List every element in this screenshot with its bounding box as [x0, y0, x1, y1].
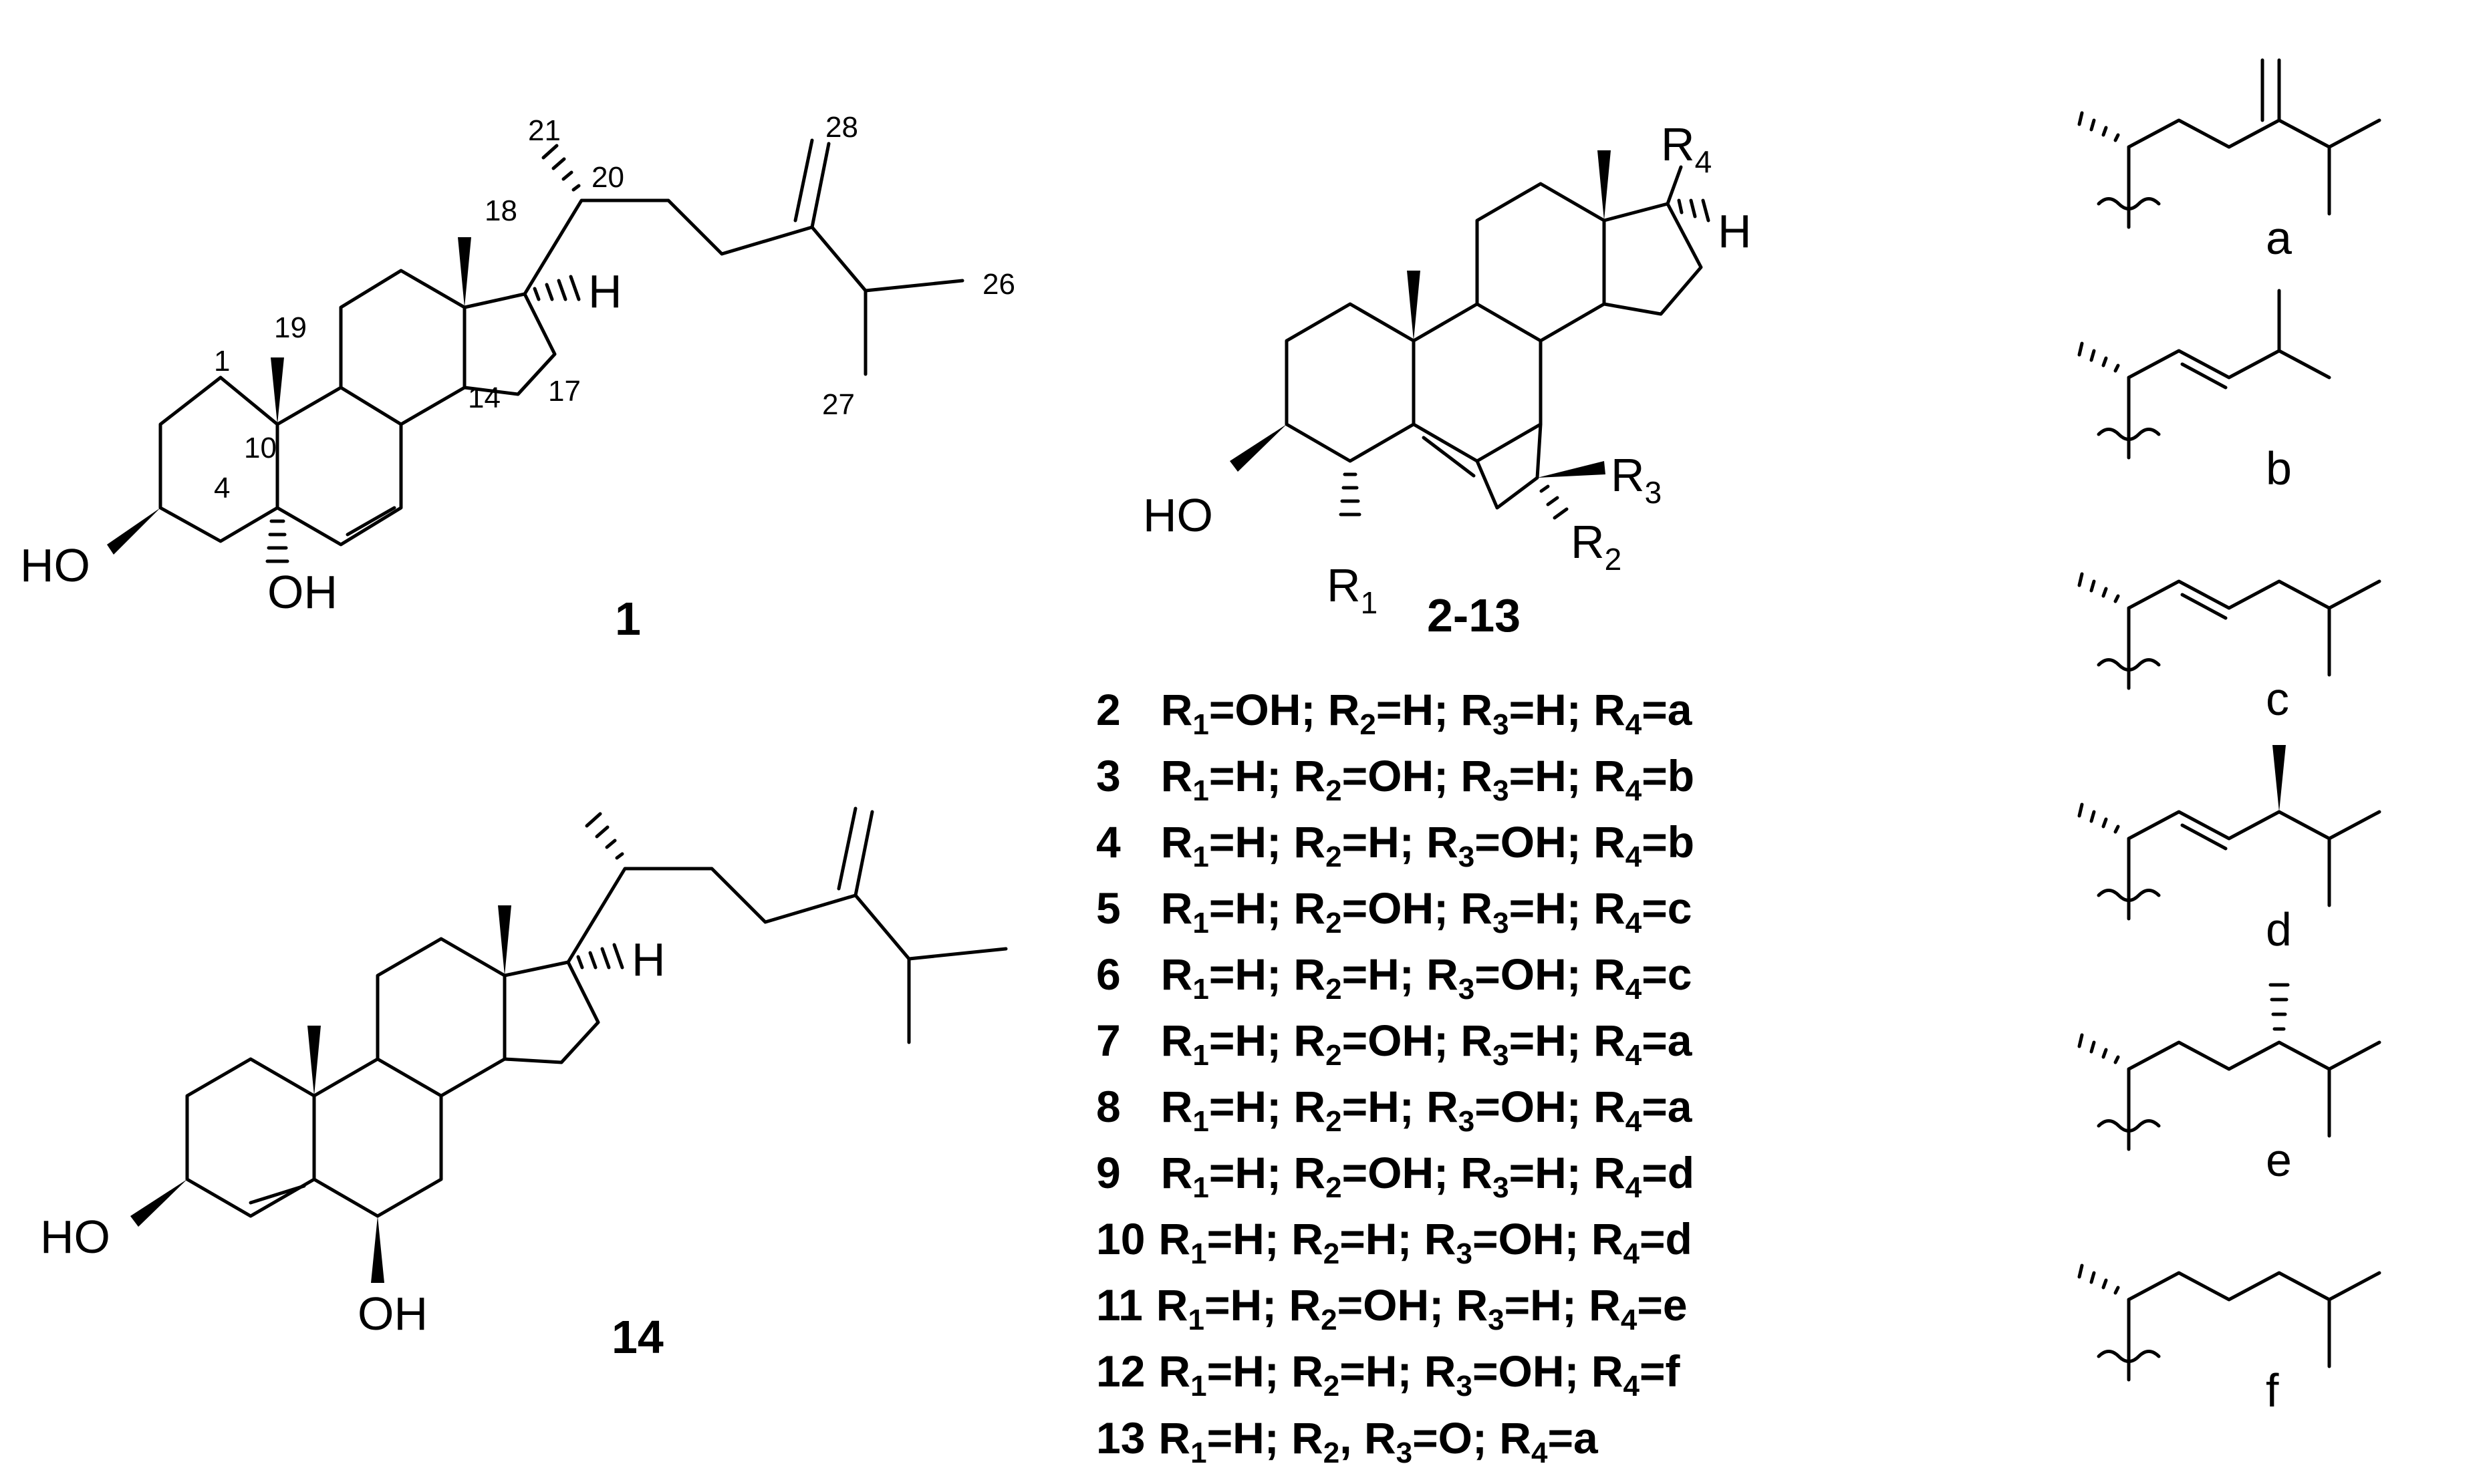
compound-14-oh-label: OH — [358, 1288, 428, 1340]
c14-ring-b — [312, 1057, 443, 1218]
general-r3-wedge — [1537, 461, 1605, 478]
compound-1-h-label: H — [588, 265, 622, 317]
general-h-label: H — [1718, 205, 1752, 257]
general-r1-hash — [1339, 472, 1361, 516]
side-chain-panel: a b c d e f — [2077, 58, 2381, 1417]
general-h-hash — [1677, 198, 1710, 222]
c14-ring-a — [185, 1057, 316, 1218]
methyl-21-hash — [541, 144, 581, 192]
c17-h-hash — [533, 275, 581, 301]
general-r2-hash — [1539, 484, 1569, 520]
compound-14-ho-label: HO — [40, 1211, 110, 1263]
compound-2-13-structure: HO H R4 R3 R2 R1 2-13 — [1143, 118, 1752, 641]
side-chain-label-a: a — [2266, 212, 2292, 264]
side-chain-c: c — [2077, 572, 2381, 725]
side-chain-f: f — [2077, 1264, 2381, 1417]
atom-number-1: 1 — [214, 345, 230, 378]
atom-number-19: 19 — [274, 311, 307, 344]
atom-number-10: 10 — [244, 432, 277, 464]
side-chain-e: e — [2077, 983, 2381, 1186]
atom-number-20: 20 — [592, 161, 624, 194]
c14-c3-ho-wedge — [130, 1179, 187, 1227]
compound-1-label: 1 — [615, 593, 641, 645]
general-r3-label: R3 — [1611, 449, 1662, 510]
atom-number-28: 28 — [825, 111, 858, 144]
c14-ring-d — [503, 960, 600, 1064]
side-chain-label-f: f — [2266, 1364, 2279, 1417]
atom-number-17: 17 — [548, 375, 581, 408]
side-chain-label-c: c — [2266, 673, 2289, 725]
general-r2-label: R2 — [1571, 516, 1621, 577]
methyl-18-wedge — [458, 237, 471, 307]
compound-1-ho-label: HO — [20, 539, 90, 591]
c14-methyl-19-wedge — [307, 1026, 321, 1096]
side-chain-d: d — [2077, 745, 2381, 955]
general-ring-a — [1285, 302, 1416, 463]
side-chain-label-e: e — [2266, 1134, 2292, 1186]
ring-b — [275, 386, 403, 547]
side-chain-label-d: d — [2266, 903, 2292, 955]
atom-number-27: 27 — [822, 388, 855, 421]
atom-number-18: 18 — [485, 194, 517, 227]
atom-number-26: 26 — [982, 268, 1015, 301]
side-chain-a: a — [2077, 58, 2381, 264]
c14-methyl-21-hash — [585, 812, 624, 860]
compound-1-structure: HO OH H 1 4 10 19 14 17 18 20 21 26 27 2… — [20, 111, 1015, 645]
compound-1-oh-label: OH — [267, 566, 338, 618]
general-methyl-19-wedge — [1407, 271, 1420, 341]
c14-ring-c — [376, 937, 507, 1098]
compound-14-h-label: H — [632, 933, 666, 986]
general-double-bond — [1422, 436, 1476, 478]
general-c3-ho-wedge — [1230, 424, 1287, 472]
side-chain-b: b — [2077, 289, 2331, 494]
compound-14-label: 14 — [612, 1311, 664, 1363]
c5-oh-hash — [265, 519, 289, 563]
double-bond-6-7 — [346, 506, 396, 537]
ring-d — [463, 292, 557, 396]
c14-double-bond — [249, 1184, 306, 1205]
c14-methyl-18-wedge — [498, 905, 511, 976]
atom-number-21: 21 — [528, 114, 561, 147]
compound-14-structure: HO OH H 14 — [40, 806, 1008, 1363]
general-r4-label: R4 — [1661, 118, 1712, 179]
general-ring-b — [1412, 302, 1543, 463]
c3-ho-wedge — [107, 508, 160, 555]
atom-number-4: 4 — [214, 472, 230, 504]
general-methyl-18-wedge — [1597, 150, 1611, 220]
general-ring-c — [1475, 182, 1606, 343]
atom-number-14: 14 — [468, 382, 501, 414]
general-r1-label: R1 — [1327, 559, 1378, 620]
general-ho-label: HO — [1143, 489, 1213, 541]
compound-2-13-label: 2-13 — [1427, 589, 1521, 641]
c14-c6-oh-wedge — [371, 1216, 384, 1283]
c14-h-hash — [576, 943, 624, 970]
side-chain-label-b: b — [2266, 442, 2292, 494]
ring-c — [339, 269, 467, 426]
general-ring-d — [1602, 202, 1703, 316]
methyl-19-wedge — [271, 357, 284, 424]
